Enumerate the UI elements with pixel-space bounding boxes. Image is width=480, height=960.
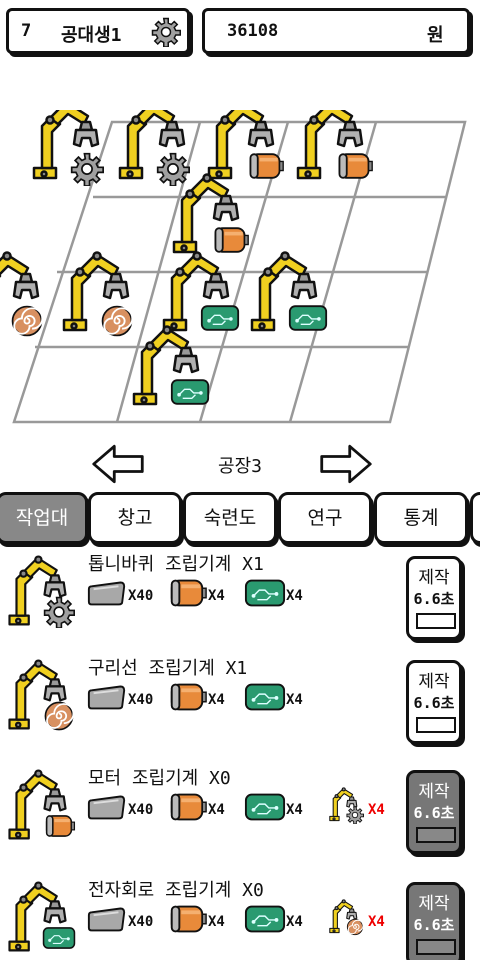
craft-label: 제작 xyxy=(418,782,450,802)
craft-label: 제작 xyxy=(418,672,450,692)
craft-time: 6.6초 xyxy=(413,590,455,608)
currency-label: 원 xyxy=(427,25,444,46)
player-name: 공대생1 xyxy=(61,25,122,46)
craft-progress-bar xyxy=(416,939,456,955)
recipe-title: 전자회로 조립기계 X0 xyxy=(88,880,264,901)
input-qty: X4 xyxy=(286,802,303,818)
recipe-row: 구리선 조립기계 X1 X40 X4 X4 제작 6.6초 xyxy=(0,648,480,748)
input-qty: X4 xyxy=(208,802,225,818)
input-qty: X4 xyxy=(208,588,225,604)
input-qty: X4 xyxy=(208,914,225,930)
wire-machine-icon xyxy=(8,659,75,731)
player-level: 7 xyxy=(21,21,32,41)
input-qty: X4 xyxy=(208,692,225,708)
tab-overflow[interactable] xyxy=(470,492,480,544)
battery-icon xyxy=(166,904,208,934)
tab-statistics[interactable]: 통계 xyxy=(374,492,468,544)
craft-label: 제작 xyxy=(418,894,450,914)
factory-machine-motor[interactable] xyxy=(296,99,374,180)
factory-grid[interactable] xyxy=(0,99,480,440)
player-panel: 7 공대생1 xyxy=(6,8,190,54)
plate-icon xyxy=(86,792,128,822)
craft-button[interactable]: 제작 6.6초 xyxy=(406,882,462,960)
battery-icon xyxy=(166,792,208,822)
battery-icon xyxy=(166,578,208,608)
craft-progress-bar xyxy=(416,613,456,629)
craft-progress-bar xyxy=(416,717,456,733)
craft-time: 6.6초 xyxy=(413,916,455,934)
craft-time: 6.6초 xyxy=(413,804,455,822)
recipe-title: 톱니바퀴 조립기계 X1 xyxy=(88,554,264,575)
factory-machine-motor[interactable] xyxy=(207,99,285,180)
craft-button[interactable]: 제작 6.6초 xyxy=(406,770,462,854)
recipe-row: 톱니바퀴 조립기계 X1 X40 X4 X4 제작 6.6초 xyxy=(0,552,480,644)
tab-research[interactable]: 연구 xyxy=(278,492,372,544)
recipe-row: 전자회로 조립기계 X0 X40 X4 X4 X4 제작 6.6초 xyxy=(0,870,480,960)
factory-nav: 공장3 xyxy=(0,440,480,490)
craft-button[interactable]: 제작 6.6초 xyxy=(406,556,462,640)
input-qty: X40 xyxy=(128,802,154,818)
tab-bar: 작업대 창고 숙련도 연구 통계 xyxy=(0,492,480,552)
circuit-icon xyxy=(244,578,286,608)
tab-storage[interactable]: 창고 xyxy=(88,492,182,544)
settings-gear-icon[interactable] xyxy=(151,17,181,47)
craft-label: 제작 xyxy=(418,568,450,588)
input-qty: X4 xyxy=(286,588,303,604)
input-qty: X40 xyxy=(128,914,154,930)
input-qty: X4 xyxy=(286,692,303,708)
factory-machine-wire[interactable] xyxy=(0,251,44,337)
circuit-icon xyxy=(244,792,286,822)
battery-icon xyxy=(166,682,208,712)
gear-machine-icon xyxy=(329,787,364,824)
prev-factory-arrow-icon[interactable] xyxy=(90,442,146,486)
plate-icon xyxy=(86,578,128,608)
factory-machine-circuit[interactable] xyxy=(250,251,328,332)
recipe-title: 모터 조립기계 X0 xyxy=(88,768,231,789)
plate-icon xyxy=(86,682,128,712)
craft-time: 6.6초 xyxy=(413,694,455,712)
gear-machine-icon xyxy=(8,555,76,628)
factory-name: 공장3 xyxy=(218,456,262,477)
factory-machine-circuit[interactable] xyxy=(162,251,240,332)
circuit-machine-icon xyxy=(8,881,76,952)
tab-proficiency[interactable]: 숙련도 xyxy=(183,492,277,544)
motor-machine-icon xyxy=(8,769,76,840)
input-qty: X40 xyxy=(128,692,154,708)
factory-machine-circuit[interactable] xyxy=(132,325,210,406)
input-qty: X4 xyxy=(286,914,303,930)
craft-button[interactable]: 제작 6.6초 xyxy=(406,660,462,744)
plate-icon xyxy=(86,904,128,934)
wire-machine-icon xyxy=(329,899,364,936)
tab-workbench[interactable]: 작업대 xyxy=(0,492,88,544)
input-qty: X40 xyxy=(128,588,154,604)
money-amount: 36108 xyxy=(227,21,279,41)
next-factory-arrow-icon[interactable] xyxy=(318,442,374,486)
factory-machine-gear[interactable] xyxy=(32,99,104,186)
circuit-icon xyxy=(244,904,286,934)
required-machine-qty: X4 xyxy=(368,914,385,930)
recipe-row: 모터 조립기계 X0 X40 X4 X4 X4 제작 6.6초 xyxy=(0,758,480,858)
recipe-title: 구리선 조립기계 X1 xyxy=(88,658,248,679)
required-machine-qty: X4 xyxy=(368,802,385,818)
money-panel: 36108 원 xyxy=(202,8,470,54)
circuit-icon xyxy=(244,682,286,712)
factory-machine-motor[interactable] xyxy=(172,173,250,254)
craft-progress-bar xyxy=(416,827,456,843)
factory-machine-wire[interactable] xyxy=(62,251,134,337)
factory-floor xyxy=(0,99,480,440)
